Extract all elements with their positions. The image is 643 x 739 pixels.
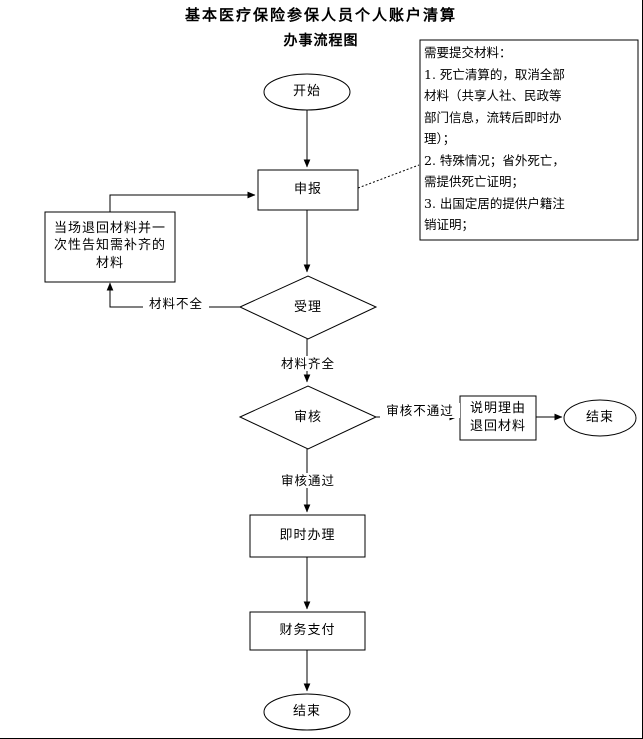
edge-label-materials-complete: 材料齐全 bbox=[275, 356, 341, 371]
review-decision-label: 审核 bbox=[293, 409, 322, 425]
end-bottom-node-label: 结束 bbox=[292, 704, 321, 720]
edge-label-review-fail: 审核不通过 bbox=[380, 403, 460, 418]
start-node-shape bbox=[263, 73, 351, 111]
payment-node-label: 财务支付 bbox=[279, 623, 336, 639]
edge-return-declare bbox=[109, 191, 256, 212]
end-bottom-node-shape bbox=[263, 693, 351, 731]
end-right-node-shape bbox=[563, 399, 637, 437]
note-box-shape bbox=[419, 39, 639, 241]
immediate-node-shape bbox=[249, 514, 366, 558]
review-decision-shape bbox=[238, 385, 378, 450]
edge-label-review-pass: 审核通过 bbox=[275, 473, 341, 488]
page-title: 基本医疗保险参保人员个人账户清算 bbox=[184, 6, 457, 24]
payment-node-shape bbox=[249, 611, 366, 651]
page-subtitle: 办事流程图 bbox=[283, 33, 359, 49]
return-box-shape bbox=[44, 211, 176, 283]
edge-label-materials-incomplete: 材料不全 bbox=[143, 296, 209, 311]
edge-declare-note-dashed bbox=[357, 164, 420, 189]
explain-box-shape bbox=[459, 395, 537, 441]
start-node-label: 开始 bbox=[292, 84, 321, 100]
declare-node-label: 申报 bbox=[293, 182, 322, 198]
return-box-label: 当场退回材料并一 次性告知需补齐的 材料 bbox=[53, 220, 166, 271]
accept-decision-shape bbox=[238, 275, 378, 340]
immediate-node-label: 即时办理 bbox=[279, 528, 336, 544]
declare-node-shape bbox=[257, 169, 359, 211]
required-materials-note: 需要提交材料： 1. 死亡清算的，取消全部 材料（共享人社、民政等 部门信息，流… bbox=[424, 45, 565, 232]
accept-decision-label: 受理 bbox=[293, 299, 322, 315]
explain-box-label: 说明理由 退回材料 bbox=[469, 401, 526, 434]
end-right-node-label: 结束 bbox=[585, 410, 614, 426]
